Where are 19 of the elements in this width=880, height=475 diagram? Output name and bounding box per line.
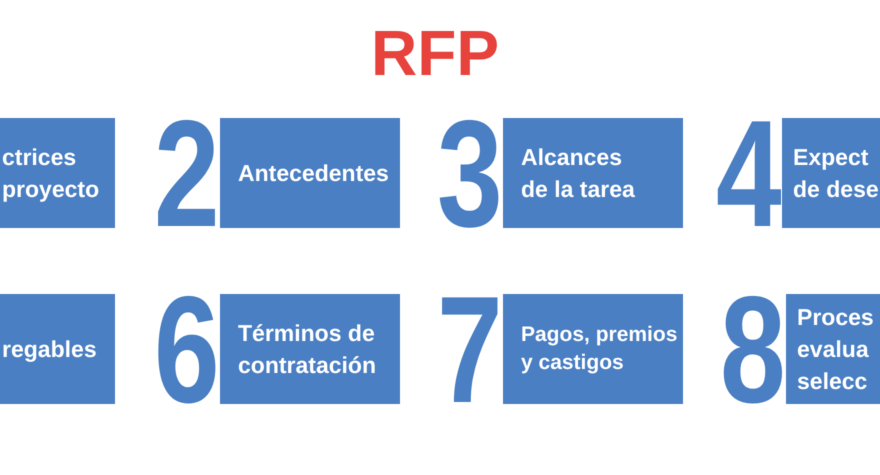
title: RFP bbox=[371, 21, 499, 85]
step-number: 6 bbox=[154, 294, 220, 404]
step-label: regables bbox=[2, 335, 98, 364]
step-label: Antecedentes bbox=[238, 159, 390, 188]
step-number: 4 bbox=[716, 118, 782, 228]
step-number: 2 bbox=[154, 118, 220, 228]
step-label: Expect de dese bbox=[793, 143, 880, 204]
step-card bbox=[437, 118, 683, 228]
step-number: 8 bbox=[720, 294, 786, 404]
step-card bbox=[716, 118, 880, 228]
step-label: Proces evalua selecc bbox=[797, 303, 875, 396]
step-number: 7 bbox=[437, 294, 503, 404]
step-number: 3 bbox=[437, 118, 503, 228]
step-label: Pagos, premios y castigos bbox=[521, 322, 678, 376]
step-label: Términos de contratación bbox=[238, 319, 378, 380]
step-card bbox=[0, 118, 115, 228]
step-label: ctrices proyecto bbox=[2, 143, 100, 204]
step-label: Alcances de la tarea bbox=[521, 143, 636, 204]
step-card bbox=[0, 294, 115, 404]
